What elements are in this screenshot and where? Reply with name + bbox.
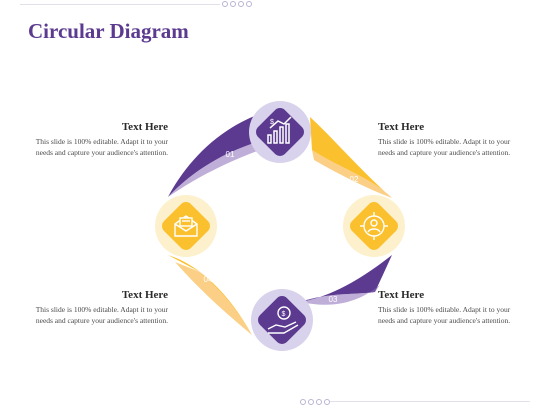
- arrow-04-highlight: [175, 262, 252, 335]
- block-heading: Text Here: [378, 121, 425, 133]
- dollar-hand-icon: $: [267, 306, 299, 334]
- mail-icon: [174, 215, 198, 237]
- step-number-03: 03: [329, 295, 338, 304]
- node-left: [155, 195, 217, 257]
- step-number-04: 04: [204, 275, 213, 284]
- arrow-02-highlight: [312, 150, 392, 198]
- dot: [230, 1, 236, 7]
- node-bottom: $: [251, 289, 313, 351]
- dot: [246, 1, 252, 7]
- dot: [316, 399, 322, 405]
- arrow-01-highlight: [168, 142, 260, 197]
- node-top: $: [249, 101, 311, 163]
- dot: [324, 399, 330, 405]
- dot: [222, 1, 228, 7]
- top-pagination-dots: [222, 1, 252, 7]
- text-block-04: Text Here This slide is 100% editable. A…: [28, 289, 168, 326]
- arrow-01: [168, 113, 262, 197]
- block-body: This slide is 100% editable. Adapt it to…: [378, 137, 511, 157]
- arrow-03-highlight: [300, 285, 380, 305]
- dollar-chart-icon: $: [267, 116, 292, 144]
- block-heading: Text Here: [121, 289, 168, 301]
- top-divider: [20, 4, 220, 5]
- arrow-03: [300, 255, 392, 302]
- step-number-01: 01: [226, 150, 235, 159]
- text-block-01: Text Here This slide is 100% editable. A…: [28, 121, 168, 158]
- text-block-02: Text Here This slide is 100% editable. A…: [378, 121, 518, 158]
- dot: [308, 399, 314, 405]
- bottom-divider: [330, 401, 530, 402]
- node-right: [343, 195, 405, 257]
- dot: [238, 1, 244, 7]
- text-block-03: Text Here This slide is 100% editable. A…: [378, 289, 518, 326]
- block-body: This slide is 100% editable. Adapt it to…: [378, 305, 511, 325]
- step-number-02: 02: [350, 175, 359, 184]
- target-person-icon: [360, 212, 388, 240]
- bottom-pagination-dots: [300, 399, 330, 405]
- slide-title: Circular Diagram: [28, 19, 189, 43]
- block-heading: Text Here: [378, 289, 425, 301]
- block-heading: Text Here: [121, 121, 168, 133]
- arrow-02: [310, 117, 392, 198]
- dot: [300, 399, 306, 405]
- block-body: This slide is 100% editable. Adapt it to…: [35, 305, 168, 325]
- svg-text:$: $: [282, 311, 286, 318]
- svg-text:$: $: [270, 119, 274, 126]
- block-body: This slide is 100% editable. Adapt it to…: [35, 137, 168, 157]
